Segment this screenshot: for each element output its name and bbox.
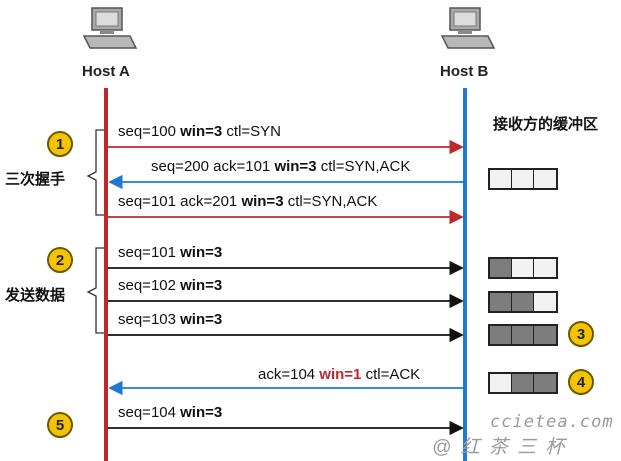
segment-label-s3: seq=101 ack=201 win=3 ctl=SYN,ACK xyxy=(118,193,377,210)
buffer-cell xyxy=(490,170,512,188)
segment-s3-control: ctl=SYN,ACK xyxy=(283,193,378,210)
handshake-label: 三次握手 xyxy=(5,171,66,188)
send-data-label: 发送数据 xyxy=(5,287,66,304)
segment-s7-window: win=1 xyxy=(319,366,362,383)
segment-label-s7: ack=104 win=1 ctl=ACK xyxy=(258,366,420,383)
segment-s6-fields: seq=103 xyxy=(118,311,181,328)
buffer-cell xyxy=(512,170,534,188)
segment-s1-window: win=3 xyxy=(180,123,223,140)
buffer-cell xyxy=(534,170,556,188)
segment-s7-fields: ack=104 xyxy=(258,366,320,383)
buffer-cell xyxy=(534,326,556,344)
segment-s3-fields: seq=101 ack=201 xyxy=(118,193,242,210)
buffer-cell xyxy=(490,326,512,344)
watermark-site: ccietea.com xyxy=(490,412,614,432)
buffer-cell xyxy=(490,293,512,311)
receive-buffer xyxy=(488,324,558,346)
receive-buffer xyxy=(488,291,558,313)
host-b-label: Host B xyxy=(440,63,489,80)
segment-label-s4: seq=101 win=3 xyxy=(118,244,222,261)
segment-s8-window: win=3 xyxy=(180,404,223,421)
segment-s4-window: win=3 xyxy=(180,244,223,261)
segment-s2-fields: seq=200 ack=101 xyxy=(151,158,275,175)
buffer-cell xyxy=(534,259,556,277)
segment-label-s6: seq=103 win=3 xyxy=(118,311,222,328)
segment-s7-control: ctl=ACK xyxy=(361,366,421,383)
segment-s3-window: win=3 xyxy=(241,193,284,210)
buffer-cell xyxy=(512,259,534,277)
host-a-computer-icon xyxy=(82,7,138,49)
buffer-cell xyxy=(490,374,512,392)
buffer-cell xyxy=(512,293,534,311)
watermark-author: @ 红 茶 三 杯 xyxy=(432,437,567,458)
segment-label-s5: seq=102 win=3 xyxy=(118,277,222,294)
segment-label-s1: seq=100 win=3 ctl=SYN xyxy=(118,123,281,140)
buffer-cell xyxy=(512,374,534,392)
buffer-cell xyxy=(534,374,556,392)
segment-s2-window: win=3 xyxy=(274,158,317,175)
buffer-title: 接收方的缓冲区 xyxy=(493,116,599,133)
segment-label-s2: seq=200 ack=101 win=3 ctl=SYN,ACK xyxy=(151,158,410,175)
segment-s5-window: win=3 xyxy=(180,277,223,294)
buffer-cell xyxy=(490,259,512,277)
handshake-brace xyxy=(86,129,104,216)
step-4-badge: 4 xyxy=(568,369,594,395)
step-2-badge: 2 xyxy=(47,247,73,273)
receive-buffer xyxy=(488,257,558,279)
host-a-label: Host A xyxy=(82,63,130,80)
segment-s1-control: ctl=SYN xyxy=(222,123,282,140)
segment-s8-fields: seq=104 xyxy=(118,404,181,421)
segment-s4-fields: seq=101 xyxy=(118,244,181,261)
step-3-badge: 3 xyxy=(568,321,594,347)
segment-label-s8: seq=104 win=3 xyxy=(118,404,222,421)
step-1-badge: 1 xyxy=(47,131,73,157)
host-b-computer-icon xyxy=(440,7,496,49)
buffer-cell xyxy=(534,293,556,311)
step-5-badge: 5 xyxy=(47,412,73,438)
receive-buffer xyxy=(488,372,558,394)
segment-s5-fields: seq=102 xyxy=(118,277,181,294)
segment-s6-window: win=3 xyxy=(180,311,223,328)
receive-buffer xyxy=(488,168,558,190)
segment-s2-control: ctl=SYN,ACK xyxy=(316,158,411,175)
send-brace xyxy=(86,247,104,334)
buffer-cell xyxy=(512,326,534,344)
segment-s1-fields: seq=100 xyxy=(118,123,181,140)
